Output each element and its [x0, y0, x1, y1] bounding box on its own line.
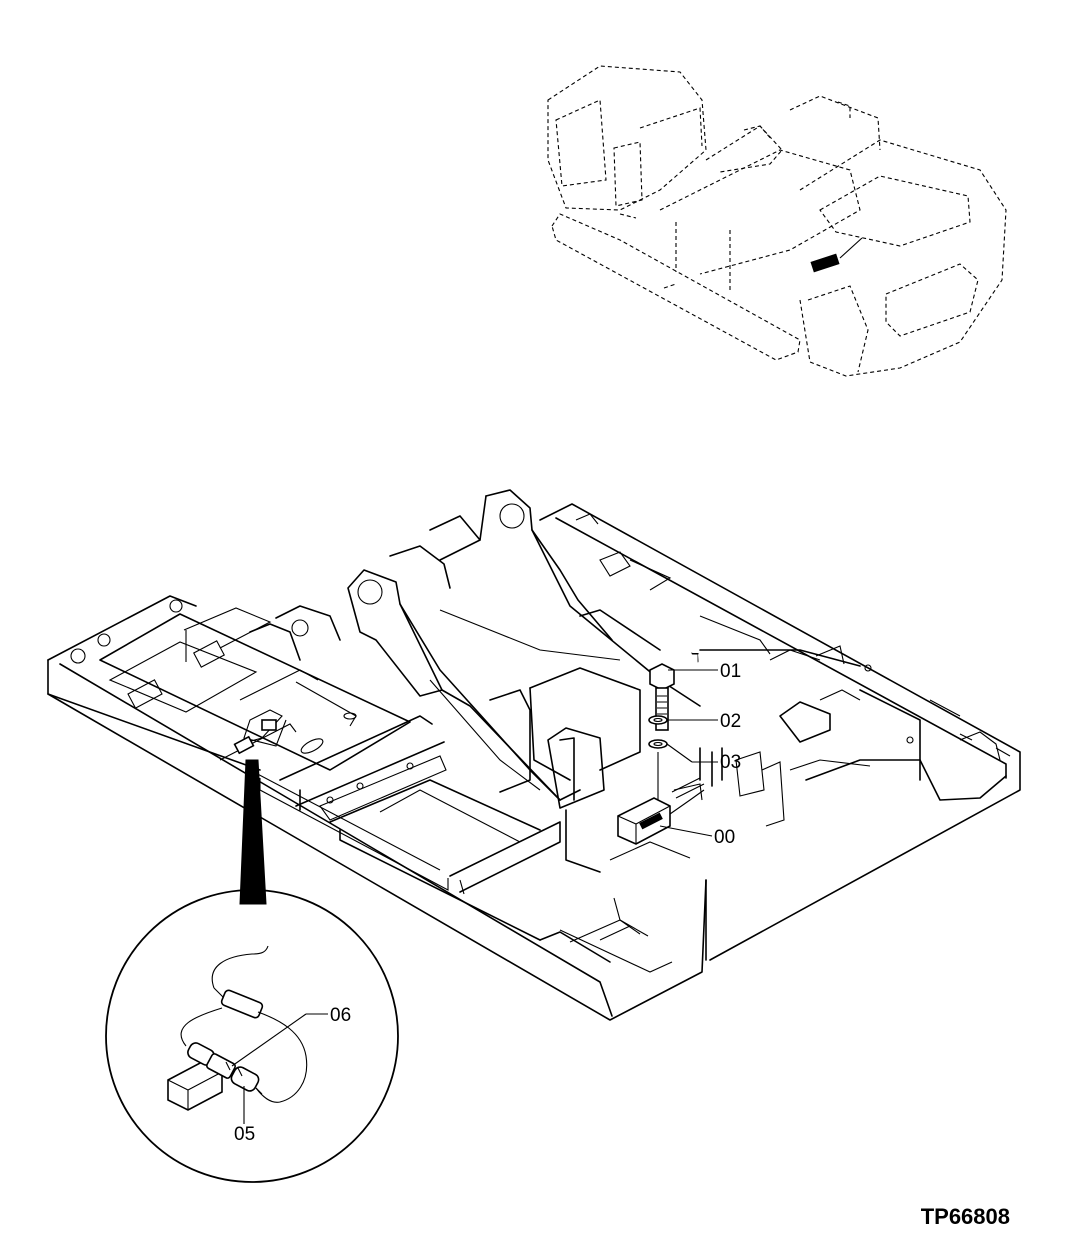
excavator-overview [547, 65, 1007, 377]
callout-01: 01 [668, 661, 741, 682]
flat-washer-part [648, 739, 668, 749]
lock-washer-part [648, 715, 668, 725]
upper-frame [47, 595, 707, 1021]
center-box [489, 667, 641, 873]
small-mark: ℸ [691, 650, 699, 665]
frame-harness [233, 709, 287, 755]
detail-view [105, 889, 399, 1183]
callout-label-01: 01 [720, 661, 741, 682]
boom-foot [249, 489, 701, 801]
right-frame [539, 503, 1021, 961]
callout-label-00: 00 [714, 827, 735, 848]
callout-05: 05 [234, 1086, 255, 1145]
sensor-unit-part [617, 777, 705, 845]
callout-00: 00 [659, 825, 735, 848]
detail-pointer [239, 759, 267, 905]
callout-06: 06 [231, 1005, 351, 1067]
callout-label-03: 03 [720, 752, 741, 773]
callout-02: 02 [667, 711, 741, 732]
callout-label-06: 06 [330, 1005, 351, 1026]
callout-03: 03 [666, 743, 741, 773]
callout-label-02: 02 [720, 711, 741, 732]
callout-label-05: 05 [234, 1124, 255, 1145]
reference-code: TP66808 [921, 1204, 1010, 1229]
